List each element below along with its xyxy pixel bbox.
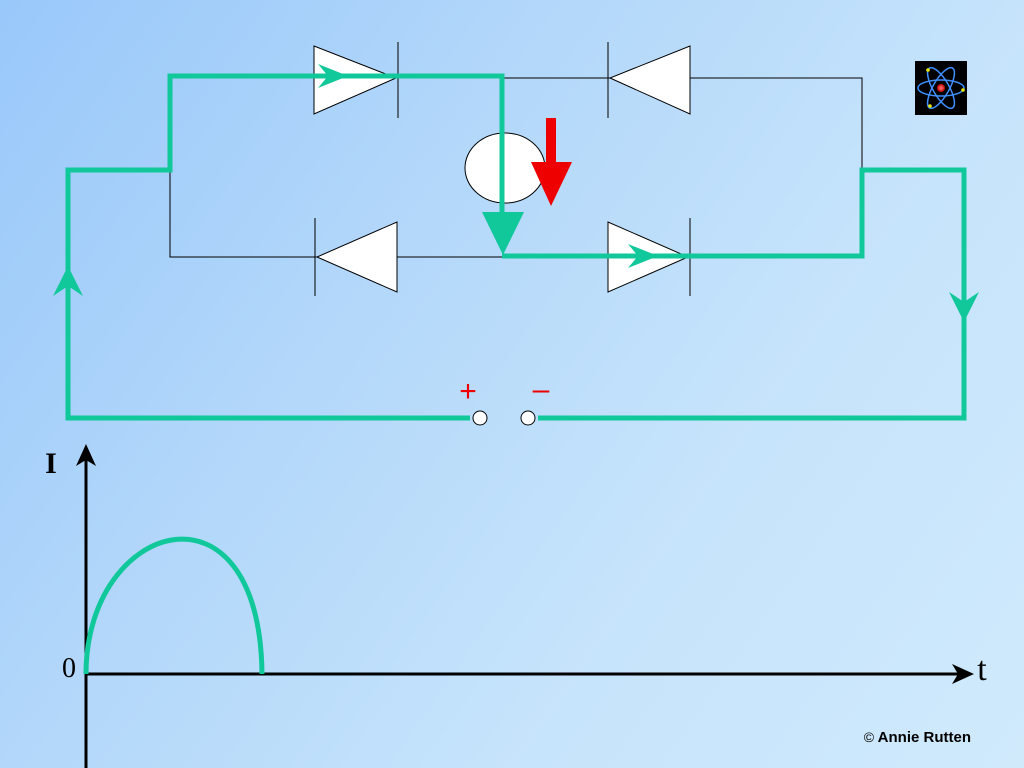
atom-icon: [915, 61, 967, 115]
current-path: [65, 73, 967, 421]
copyright-notice: © Annie Rutten: [864, 729, 971, 746]
current-time-graph: I t 0: [45, 444, 987, 768]
x-axis-label: t: [977, 651, 987, 688]
diode-top-right: [607, 42, 691, 118]
red-down-arrow: [531, 118, 572, 206]
current-direction-arrow: [628, 244, 658, 268]
source-circle: [464, 132, 546, 204]
terminal-plus-label: +: [459, 375, 477, 408]
y-axis-label: I: [45, 447, 57, 480]
current-direction-arrow: [53, 266, 83, 296]
copyright-symbol: ©: [863, 729, 875, 745]
current-down-arrow: [482, 212, 524, 255]
y-axis-arrowhead: [76, 444, 96, 466]
terminal-negative: [520, 410, 536, 426]
x-axis-arrowhead: [952, 664, 974, 684]
terminal-positive: [472, 410, 488, 426]
origin-label: 0: [62, 653, 76, 684]
author-name: Annie Rutten: [877, 729, 971, 746]
diode-top-left: [313, 42, 399, 118]
current-direction-arrow: [318, 64, 348, 88]
current-direction-arrow: [949, 292, 979, 322]
half-wave-pulse: [83, 536, 265, 675]
diode-bottom-left: [314, 218, 398, 296]
terminal-minus-label: –: [533, 373, 550, 406]
